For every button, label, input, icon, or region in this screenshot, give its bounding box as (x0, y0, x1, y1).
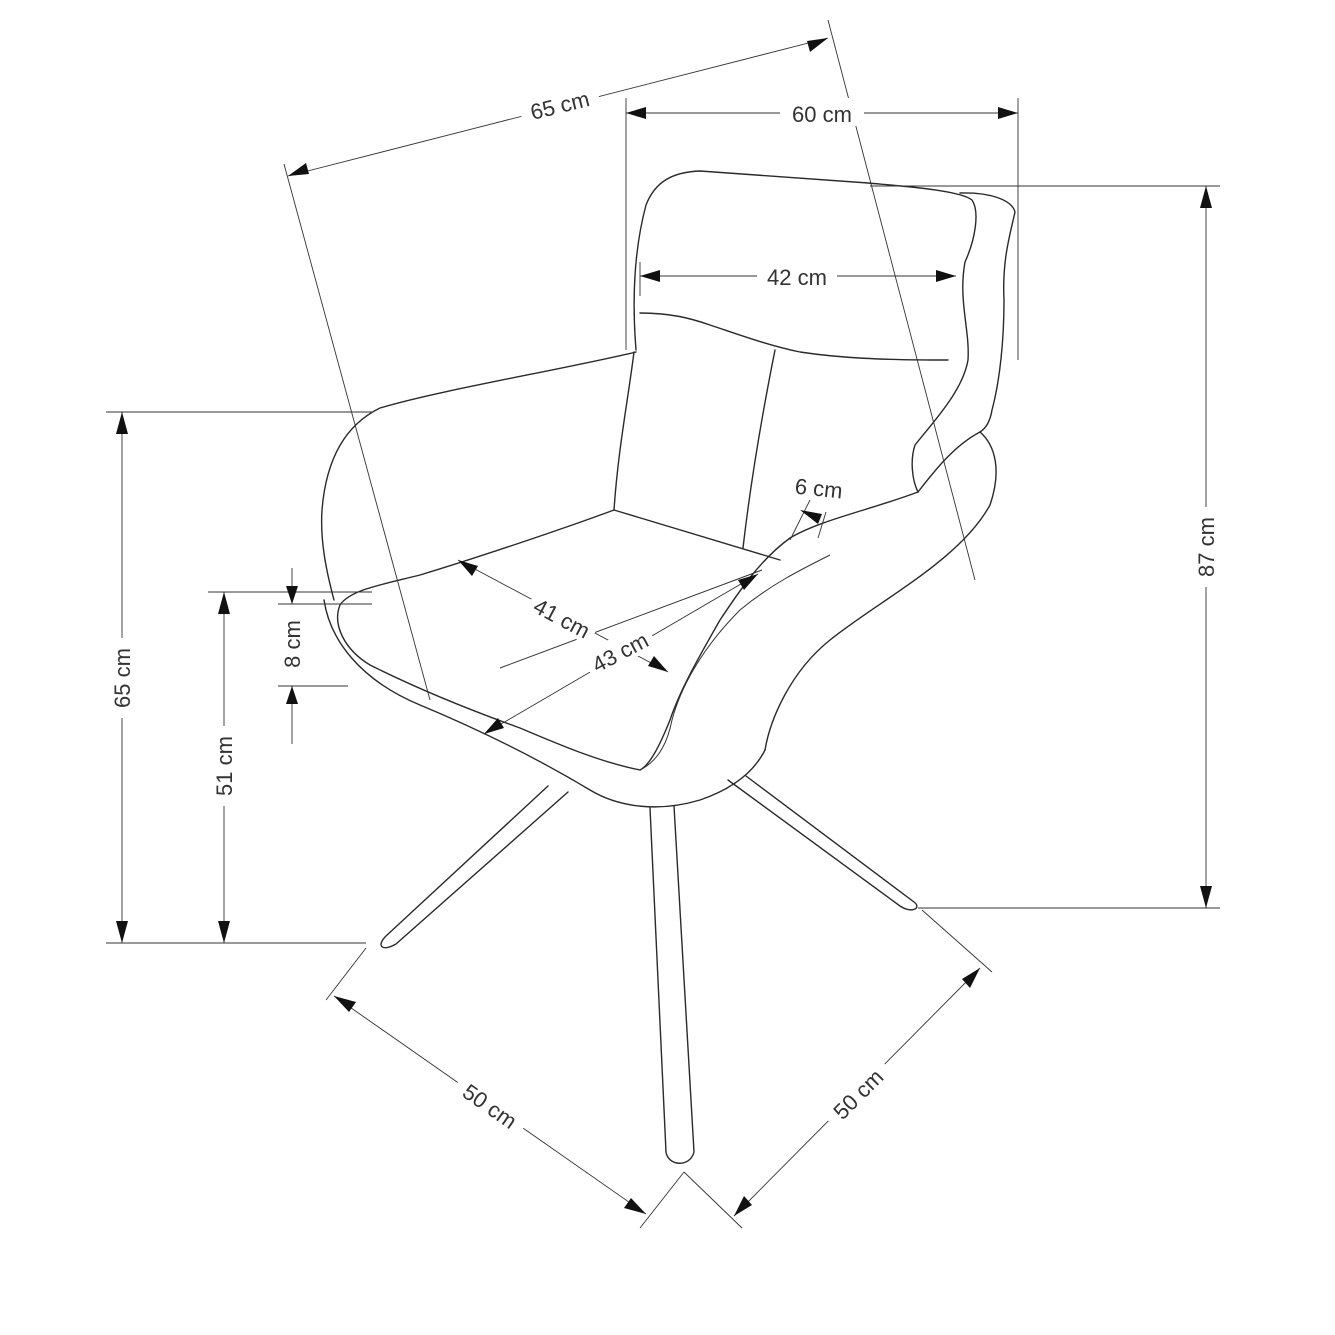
chair-legs (380, 775, 918, 1164)
arrow-head (1200, 886, 1212, 908)
arrow-head (807, 38, 828, 52)
dimension-labels: 65 cm 60 cm 42 cm 87 cm 65 cm 51 cm 8 cm (106, 80, 1219, 1139)
arrow-head (116, 412, 128, 434)
backrest-vertical-seam (742, 349, 776, 549)
label-back-diagonal: 65 cm (528, 86, 592, 125)
backrest-top-seam (639, 312, 949, 361)
label-top-width: 60 cm (792, 102, 852, 127)
arrow-head (624, 1198, 646, 1214)
ext-line-base-left-b (639, 1171, 685, 1229)
arrow-head (738, 574, 758, 590)
arrow-head (936, 270, 956, 282)
arrow-head (218, 592, 230, 614)
ext-line-base-left-a (325, 947, 367, 1001)
shell-right-arm-top (917, 431, 981, 493)
arrow-head (648, 656, 668, 672)
arrow-head (626, 107, 646, 119)
shell-right-arm (639, 491, 919, 771)
label-total-height: 87 cm (1194, 517, 1219, 577)
label-backrest-width: 42 cm (767, 265, 827, 290)
chair-outline (320, 170, 1016, 808)
leg-left (380, 785, 569, 949)
arrow-head (458, 560, 478, 576)
shell-left-arm (320, 351, 637, 601)
ext-line-base-right-a (683, 1171, 743, 1229)
label-armrest-thickness: 6 cm (794, 474, 844, 504)
seat-arm-edge (639, 554, 831, 771)
arrow-head (218, 921, 230, 943)
backrest-side-panel (959, 192, 1016, 433)
arrow-head (998, 107, 1018, 119)
arrow-head (334, 996, 356, 1012)
seat-cushion-top (613, 509, 781, 561)
shell-bottom (323, 599, 766, 808)
ext-line-base-right-b (921, 909, 993, 973)
leg-right (727, 775, 918, 911)
dim-line-armrest-thickness-b (817, 511, 827, 539)
arrow-head (116, 921, 128, 943)
seat-inner-seam (499, 569, 763, 669)
leg-front (649, 805, 695, 1164)
arrow-head (640, 270, 660, 282)
backrest-outline (633, 170, 977, 493)
seat-cushion (336, 509, 641, 771)
ext-line-back-diagonal-left (283, 163, 431, 701)
shell-right-arm-outer (764, 431, 997, 751)
label-seat-height: 51 cm (212, 736, 237, 796)
arrow-head (734, 1196, 752, 1216)
dim-line-armrest-thickness (789, 499, 811, 541)
label-armrest-height: 65 cm (110, 648, 135, 708)
dimension-lines (106, 19, 1220, 1229)
arrow-head (800, 510, 822, 524)
arrow-head (962, 968, 980, 988)
arrow-head (484, 718, 504, 734)
label-seat-thickness: 8 cm (280, 620, 305, 668)
arrow-head (286, 586, 298, 604)
arrow-head (1200, 186, 1212, 208)
backrest-left-edge (613, 351, 635, 511)
arrow-head (288, 163, 309, 176)
arrow-head (286, 686, 298, 704)
